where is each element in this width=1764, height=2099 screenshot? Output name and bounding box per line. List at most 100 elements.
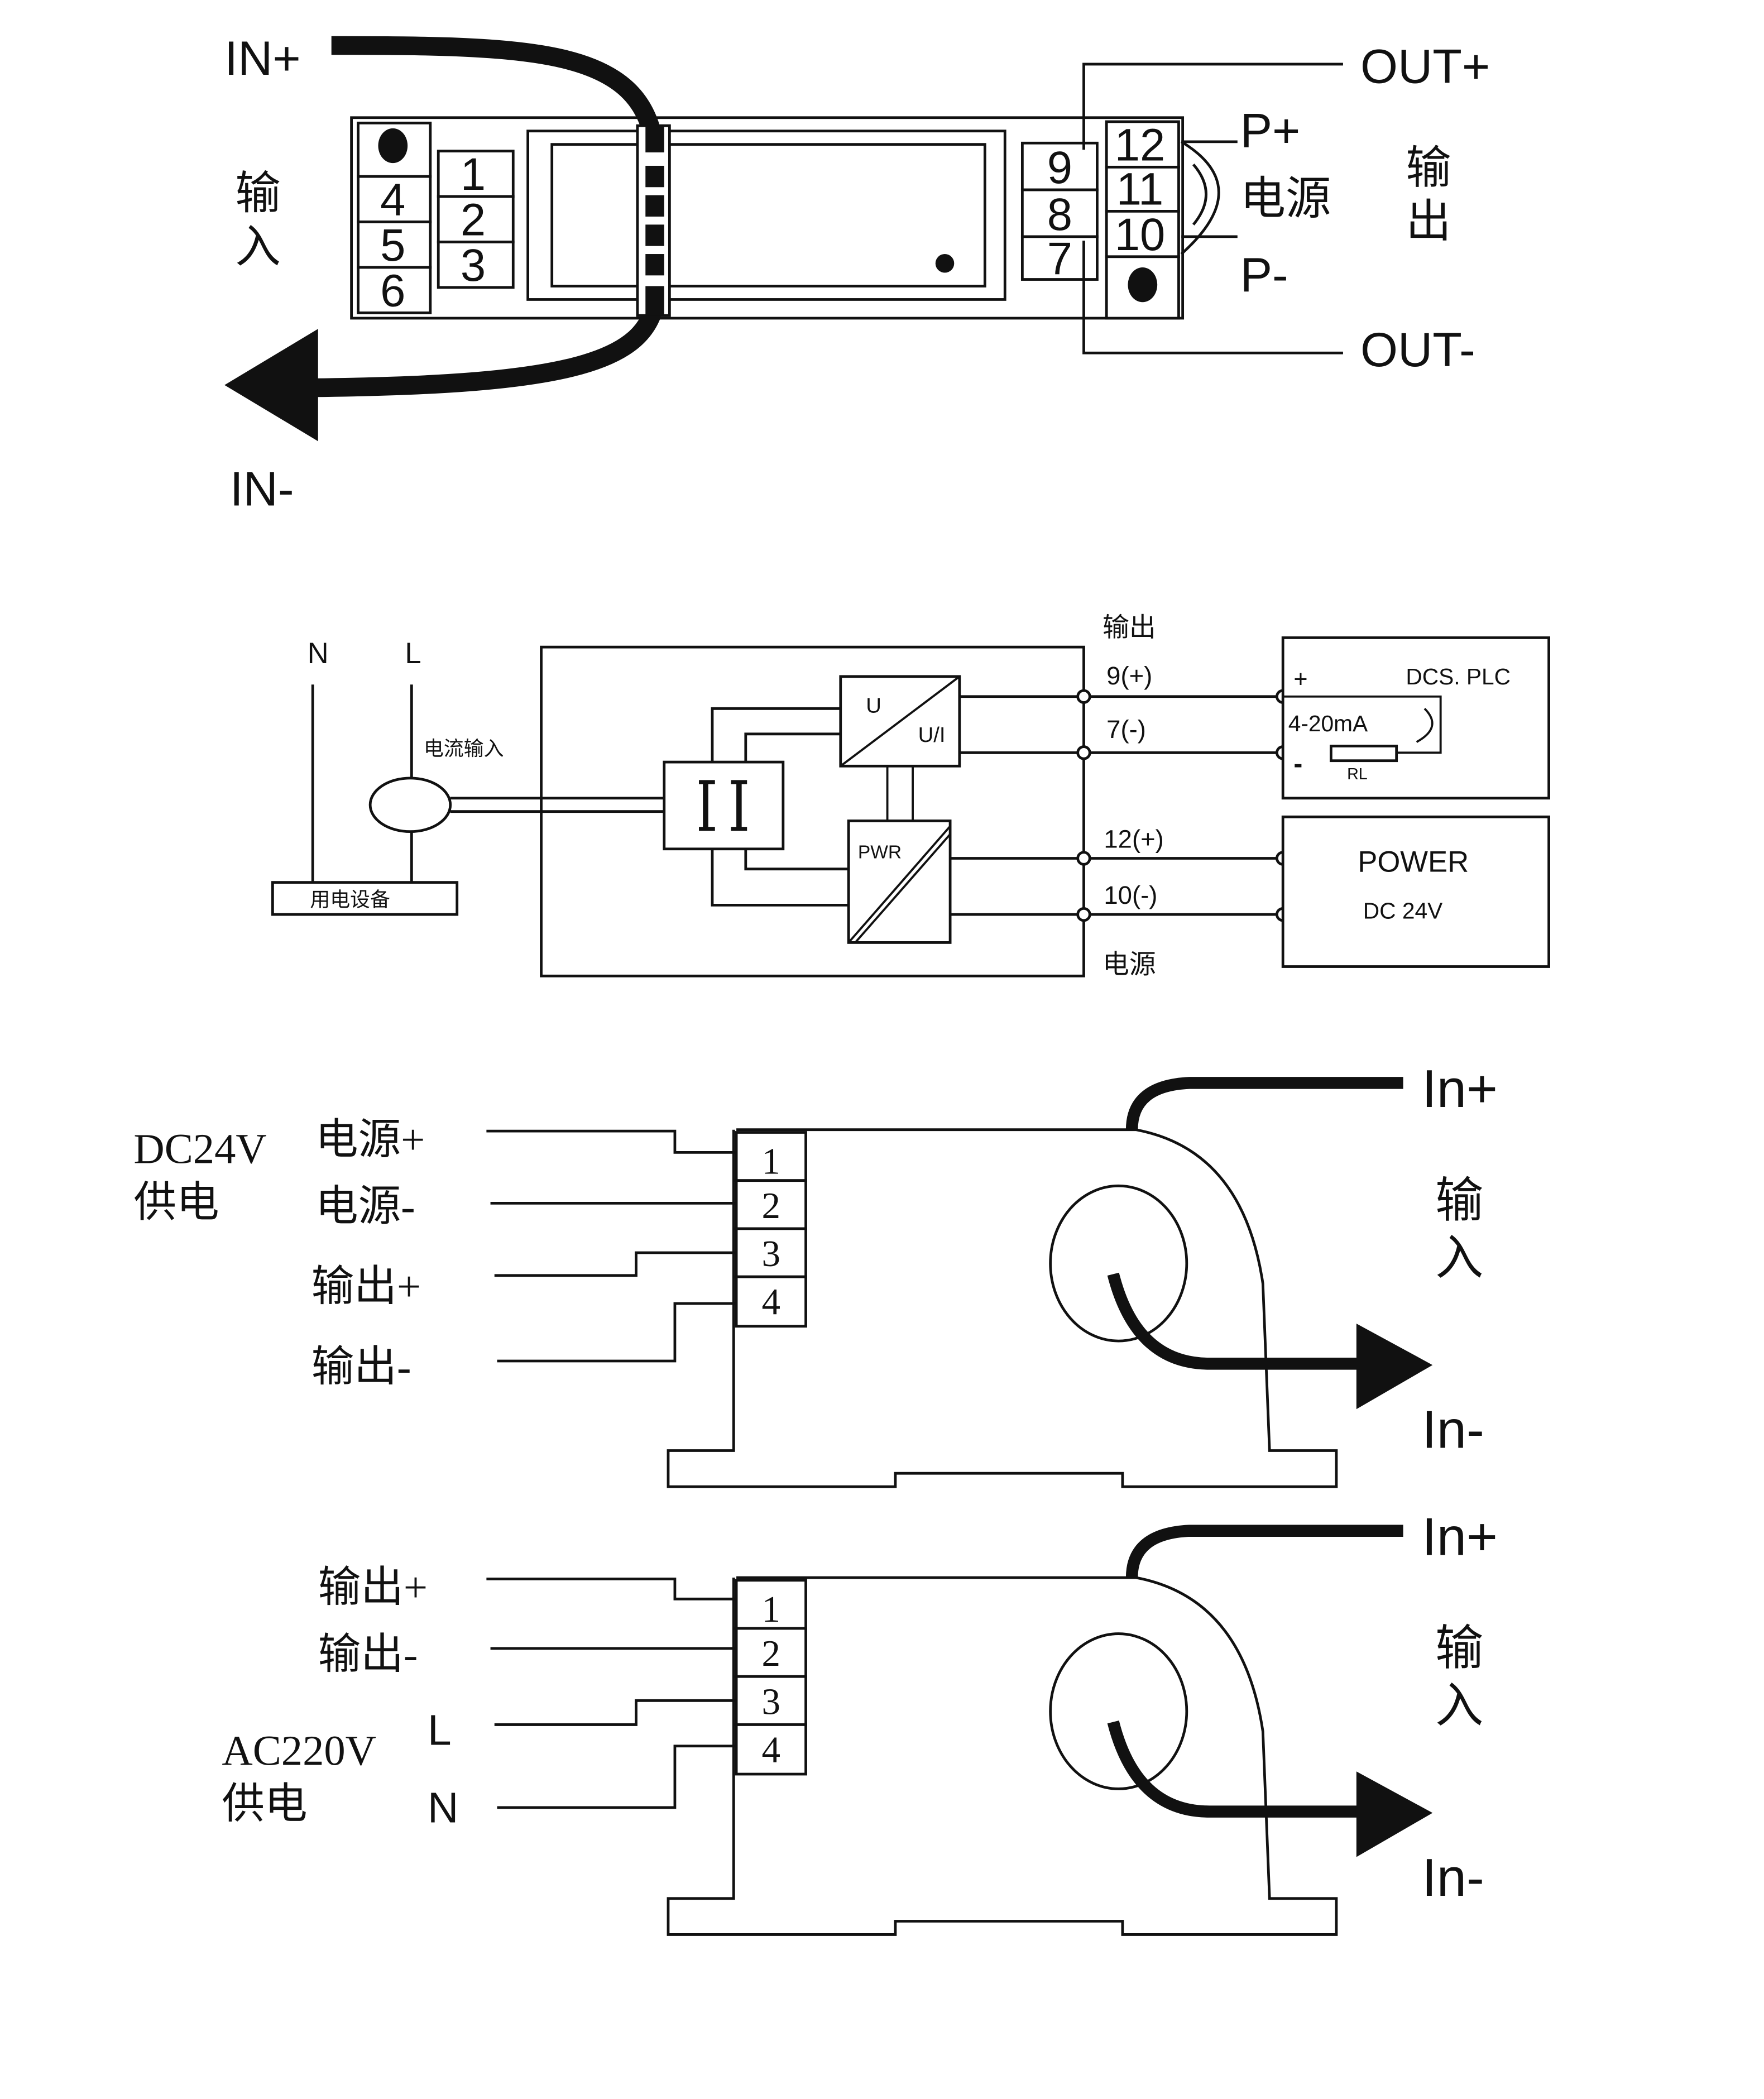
in-plus-label: In+ <box>1422 1059 1498 1119</box>
output-label-top: 输 <box>1406 142 1451 193</box>
terminal-12 <box>1105 120 1180 169</box>
in-minus-label: IN- <box>230 462 294 516</box>
supply-label-line1: DC24V <box>133 1125 266 1173</box>
input-label-bottom: 入 <box>235 221 280 272</box>
terminal-4 <box>735 1723 807 1776</box>
converter-ui-label: U/I <box>918 723 946 747</box>
power-voltage: DC 24V <box>1363 898 1442 923</box>
output-header: 输出 <box>1102 613 1156 643</box>
terminal-9-label: 9 <box>1047 142 1072 193</box>
diagram-4-ac220v-wiring: AC220V 供电 输出+ 输出- L N 1 2 3 4 In+ In- 输 … <box>222 1507 1498 1936</box>
power-label: 电源 <box>1240 173 1331 224</box>
sensor-aperture <box>1049 1632 1188 1790</box>
power-footer: 电源 <box>1102 950 1156 979</box>
sensor-aperture <box>1049 1184 1188 1343</box>
wire-3 <box>494 1251 737 1277</box>
terminal-1-label: 1 <box>461 149 486 200</box>
term-12-label: 12(+) <box>1104 825 1163 853</box>
power-arc-outer <box>1180 140 1220 255</box>
output-arrow-icon <box>1356 1771 1433 1857</box>
l-label: L <box>405 637 421 670</box>
input-cable-bottom <box>314 302 664 397</box>
wire-label-2: 电源- <box>315 1183 415 1230</box>
dcs-current-label: 4-20mA <box>1288 711 1368 736</box>
in-minus-label: In- <box>1422 1400 1484 1460</box>
load-device-box <box>271 881 459 916</box>
dcs-title: DCS. PLC <box>1406 664 1511 689</box>
p-plus-label: P+ <box>1240 104 1301 157</box>
screw-left-icon <box>378 128 408 164</box>
out-plus-wire <box>1082 63 1343 150</box>
in-minus-label: In- <box>1422 1848 1484 1908</box>
resistor-label: RL <box>1347 765 1368 783</box>
transformer-block <box>663 760 785 851</box>
pwr-diagonal <box>847 825 951 943</box>
terminal-8 <box>1020 188 1099 238</box>
transformer-icon <box>699 780 747 831</box>
p-minus-label: P- <box>1240 248 1288 302</box>
pwr-diagonal <box>854 833 951 943</box>
terminal-node <box>1076 907 1091 922</box>
diagram-3-dc24v-wiring: DC24V 供电 电源+ 电源- 输出+ 输出- 1 2 3 4 In+ In-… <box>133 1059 1498 1488</box>
wire-label-1: 电源+ <box>315 1116 425 1163</box>
supply-wire-2 <box>744 849 849 871</box>
out-minus-wire <box>1082 241 1343 354</box>
wire-label-3: L <box>428 1707 452 1754</box>
terminal-12-label: 12 <box>1115 119 1166 170</box>
terminal-5 <box>357 221 432 269</box>
input-cable-out <box>1107 1272 1363 1370</box>
terminal-1-label: 1 <box>762 1140 781 1182</box>
input-label-top: 输 <box>1435 1173 1483 1227</box>
power-supply-box <box>1281 815 1550 968</box>
output-label-bottom: 出 <box>1406 196 1451 247</box>
supply-wire-1 <box>711 849 849 907</box>
terminal-3-label: 3 <box>461 240 486 291</box>
wire-label-2: 输出- <box>318 1631 418 1678</box>
supply-label-line2: 供电 <box>222 1780 307 1828</box>
input-cable-top <box>331 36 664 148</box>
input-label-top: 输 <box>1435 1622 1483 1675</box>
terminal-10-label: 10 <box>1115 209 1166 260</box>
current-loop-arrow-icon <box>1416 707 1434 743</box>
cable-segment <box>645 254 664 276</box>
terminal-6 <box>357 266 432 314</box>
input-cable-out <box>1107 1720 1363 1818</box>
wire-1 <box>486 1577 737 1600</box>
terminal-2-label: 2 <box>762 1632 781 1674</box>
display-inner-frame <box>550 143 986 287</box>
terminal-4-label: 4 <box>380 175 405 226</box>
converter-pwr-label: PWR <box>858 842 902 863</box>
supply-label-line2: 供电 <box>133 1178 219 1226</box>
wire-1 <box>486 1129 737 1154</box>
wire-label-4: N <box>428 1784 458 1832</box>
output-arrow-icon <box>1356 1323 1433 1410</box>
in-plus-label: IN+ <box>224 32 301 85</box>
terminal-1 <box>437 150 515 198</box>
terminal-3 <box>437 241 515 289</box>
terminal-7-label: 7 <box>1047 233 1072 284</box>
term-7-label: 7(-) <box>1106 715 1146 744</box>
terminal-3-label: 3 <box>762 1680 781 1722</box>
terminal-9 <box>1020 141 1099 191</box>
cable-segment <box>645 286 664 316</box>
terminal-2 <box>735 1627 807 1678</box>
supply-label-line1: AC220V <box>222 1727 376 1774</box>
indicator-dot <box>935 254 955 273</box>
terminal-8-label: 8 <box>1047 189 1072 240</box>
terminal-1 <box>735 1131 807 1182</box>
screw-right-icon <box>1128 267 1158 303</box>
term-10-label: 10(-) <box>1104 881 1157 909</box>
ui-converter-diagonal <box>840 675 961 767</box>
cable-segment <box>645 195 664 217</box>
out-plus-label: OUT+ <box>1360 40 1490 93</box>
n-label: N <box>308 637 329 670</box>
input-arrow-icon <box>224 329 318 442</box>
terminal-2 <box>735 1179 807 1230</box>
terminal-2 <box>437 195 515 243</box>
cable-segment <box>645 165 664 188</box>
terminal-1-label: 1 <box>762 1588 781 1630</box>
terminal-5-label: 5 <box>380 220 405 271</box>
terminal-3-label: 3 <box>762 1233 781 1274</box>
input-cable-in <box>1125 1077 1403 1130</box>
